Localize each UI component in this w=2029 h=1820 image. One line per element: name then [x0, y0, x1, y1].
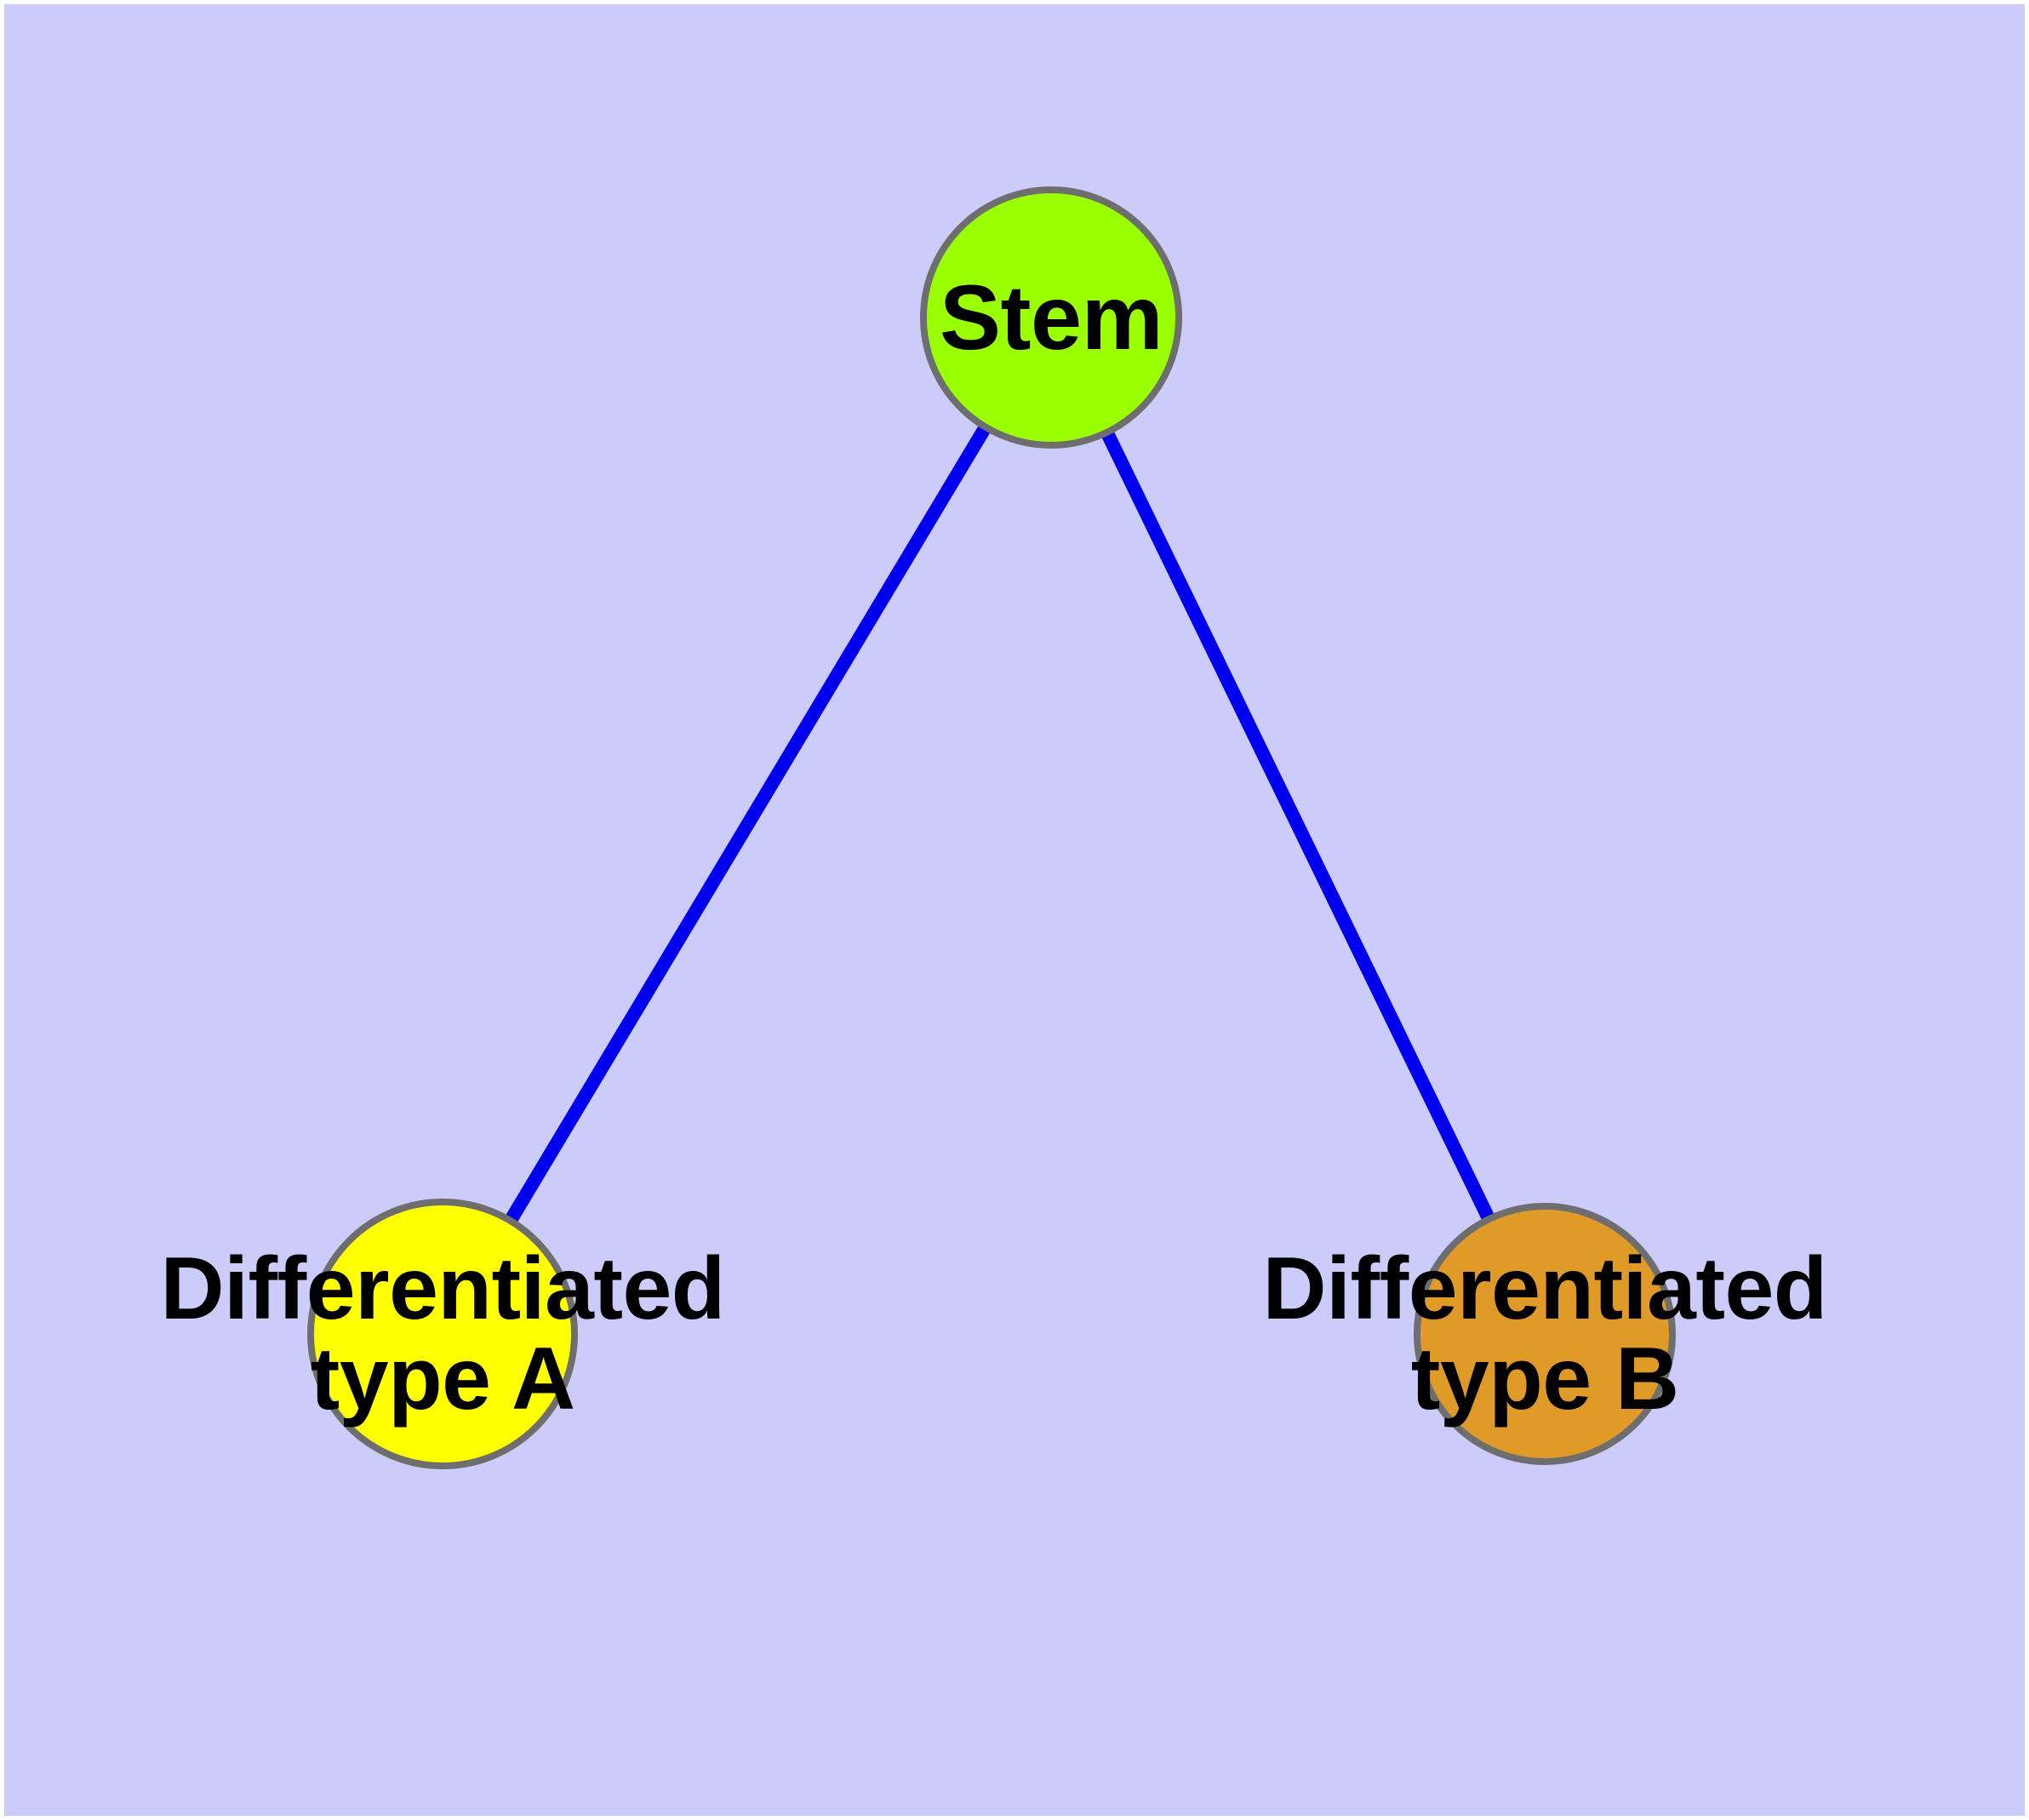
node-differentiated-type-b[interactable] — [1414, 1203, 1676, 1465]
edge-stem-diff-a[interactable] — [503, 421, 992, 1226]
edge-stem-diff-b[interactable] — [1100, 427, 1496, 1224]
edge-layer — [503, 421, 1496, 1226]
node-differentiated-type-a[interactable] — [307, 1199, 578, 1469]
node-layer — [307, 186, 1676, 1469]
graph-svg — [307, 186, 1676, 1469]
node-stem[interactable] — [920, 186, 1182, 449]
